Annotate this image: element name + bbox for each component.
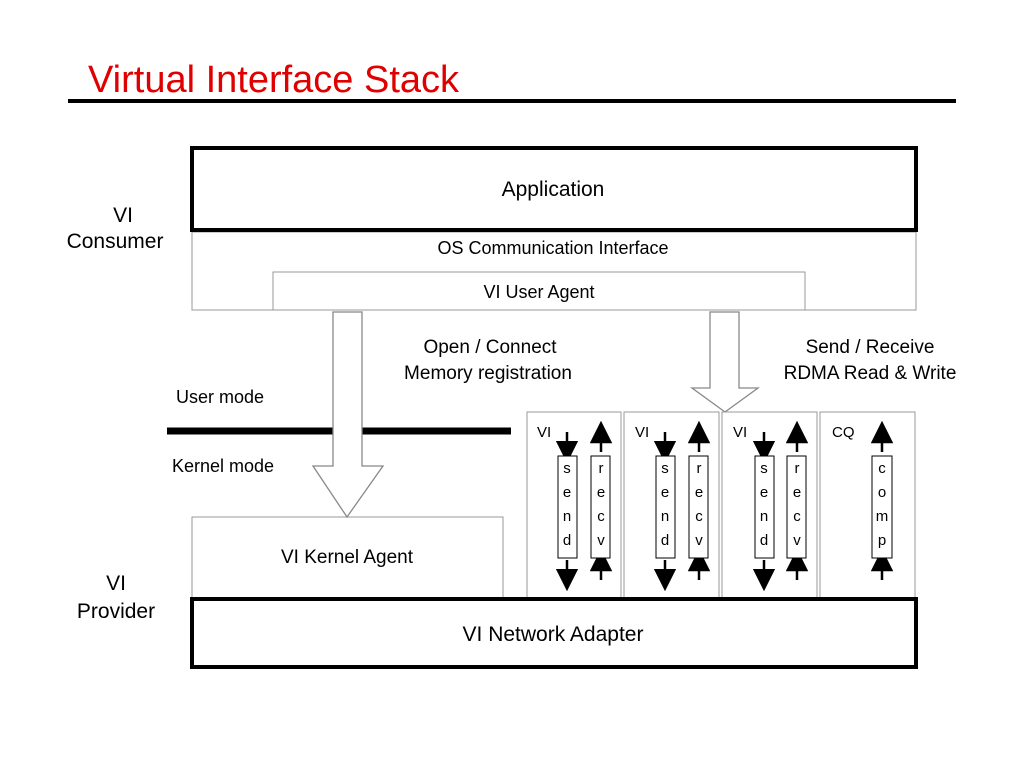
slide-title: Virtual Interface Stack <box>88 59 460 101</box>
network-adapter-label: VI Network Adapter <box>463 623 644 646</box>
control-path-label-line2: Memory registration <box>404 363 572 384</box>
kernel-mode-label: Kernel mode <box>172 456 274 476</box>
recv-letter-1-1: r <box>599 460 604 477</box>
comp-letter-4: p <box>878 532 886 549</box>
recv-queue-box-2 <box>688 455 709 559</box>
application-box <box>190 146 918 232</box>
user-agent-label: VI User Agent <box>483 282 594 302</box>
comp-letter-3: m <box>876 508 889 525</box>
recv-letter-2-2: e <box>695 484 703 501</box>
recv-letter-2-3: c <box>695 508 703 525</box>
send-letter-1-1: s <box>563 460 571 477</box>
send-letter-1-2: e <box>563 484 571 501</box>
send-letter-3-3: n <box>760 508 768 525</box>
provider-label-line1: VI <box>106 572 126 595</box>
send-queue-box-3 <box>754 455 775 559</box>
recv-letter-2-4: v <box>695 532 703 549</box>
comp-queue-box <box>871 455 893 559</box>
recv-letter-3-1: r <box>795 460 800 477</box>
vi-label-3: VI <box>733 424 747 441</box>
network-adapter-box <box>190 597 918 669</box>
comp-letter-1: c <box>878 460 886 477</box>
data-path-arrow <box>690 311 760 413</box>
recv-letter-1-2: e <box>597 484 605 501</box>
title-underline <box>68 99 956 103</box>
send-queue-box-1 <box>557 455 578 559</box>
send-letter-2-2: e <box>661 484 669 501</box>
recv-letter-1-4: v <box>597 532 605 549</box>
application-label: Application <box>502 178 605 201</box>
send-letter-3-1: s <box>760 460 768 477</box>
recv-letter-3-4: v <box>793 532 801 549</box>
recv-letter-2-1: r <box>697 460 702 477</box>
send-letter-3-4: d <box>760 532 768 549</box>
send-letter-3-2: e <box>760 484 768 501</box>
recv-letter-1-3: c <box>597 508 605 525</box>
recv-queue-box-3 <box>786 455 807 559</box>
recv-letter-3-2: e <box>793 484 801 501</box>
recv-queue-box-1 <box>590 455 611 559</box>
kernel-agent-label: VI Kernel Agent <box>281 547 414 568</box>
consumer-label-line1: VI <box>113 204 133 227</box>
send-letter-2-3: n <box>661 508 669 525</box>
send-queue-box-2 <box>655 455 676 559</box>
data-path-label-line1: Send / Receive <box>806 337 935 358</box>
provider-label-line2: Provider <box>77 600 155 623</box>
consumer-label-line2: Consumer <box>67 230 164 253</box>
cq-label: CQ <box>832 424 855 441</box>
data-path-label-line2: RDMA Read & Write <box>784 363 957 384</box>
user-mode-label: User mode <box>176 387 264 407</box>
kernel-agent-box <box>191 516 504 599</box>
os-comm-interface-label: OS Communication Interface <box>437 238 668 258</box>
send-letter-2-1: s <box>661 460 669 477</box>
control-path-arrow <box>311 311 385 519</box>
send-letter-1-4: d <box>563 532 571 549</box>
send-letter-1-3: n <box>563 508 571 525</box>
control-path-label-line1: Open / Connect <box>423 337 557 358</box>
recv-letter-3-3: c <box>793 508 801 525</box>
send-letter-2-4: d <box>661 532 669 549</box>
user-agent-box <box>272 271 806 311</box>
vi-label-2: VI <box>635 424 649 441</box>
vi-label-1: VI <box>537 424 551 441</box>
comp-letter-2: o <box>878 484 886 501</box>
